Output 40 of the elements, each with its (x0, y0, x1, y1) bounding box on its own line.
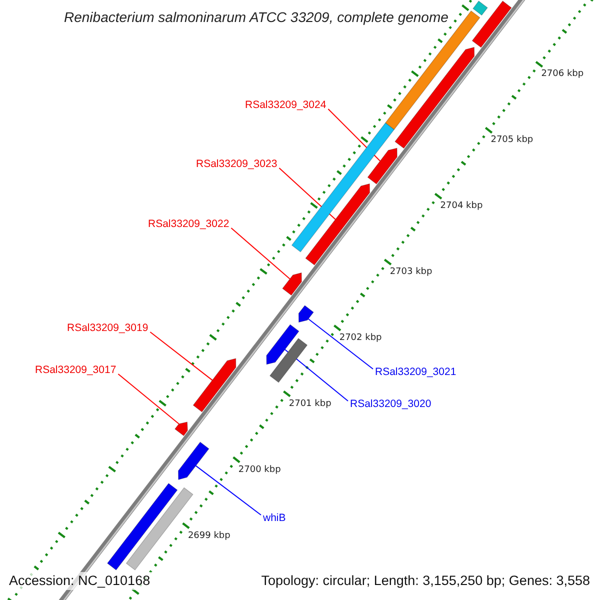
gene-label: RSal33209_3021 (375, 366, 456, 378)
tick-label: 2704 kbp (440, 201, 483, 212)
gene-feature (367, 148, 398, 184)
tick-label: 2702 kbp (339, 332, 382, 344)
tick-label: 2701 kbp (288, 398, 332, 410)
gene-feature (472, 0, 512, 48)
leader-line (284, 349, 348, 402)
gene-label: RSal33209_3019 (67, 322, 148, 334)
tick-label: 2706 kbp (541, 69, 584, 80)
leader-line (308, 318, 374, 370)
gene-feature (298, 305, 314, 323)
leader-line (118, 374, 180, 424)
gene-feature (266, 324, 300, 365)
gene-feature (174, 422, 188, 436)
gene-label: RSal33209_3023 (196, 158, 278, 170)
gene-label: RSal33209_3024 (245, 99, 326, 111)
tick-label: 2700 kbp (238, 464, 281, 476)
tick-label: 2699 kbp (188, 530, 230, 542)
gene-feature (269, 338, 308, 383)
leader-line (328, 108, 381, 162)
gene-feature (291, 122, 395, 252)
gene-label: RSal33209_3022 (148, 218, 230, 230)
gene-feature (305, 183, 370, 266)
tick-label: 2705 kbp (490, 135, 534, 146)
gene-feature (472, 0, 488, 16)
gene-feature (192, 358, 236, 412)
genome-stats-text: Topology: circular; Length: 3,155,250 bp; Genes: 3,558 (259, 572, 592, 590)
gene-label: RSal33209_3020 (350, 398, 432, 410)
leader-line (278, 168, 336, 220)
gene-feature (394, 46, 475, 149)
gene-feature (178, 442, 210, 480)
gene-feature (106, 482, 178, 570)
tick-label: 2703 kbp (390, 267, 432, 278)
gene-label: whiB (263, 512, 286, 524)
leader-line (230, 228, 290, 280)
gene-feature (282, 272, 302, 296)
gene-label: RSal33209_3017 (35, 364, 116, 376)
accession-text: Accession: NC_010168 (7, 572, 152, 590)
leader-line (195, 465, 262, 516)
leader-line (150, 332, 213, 381)
